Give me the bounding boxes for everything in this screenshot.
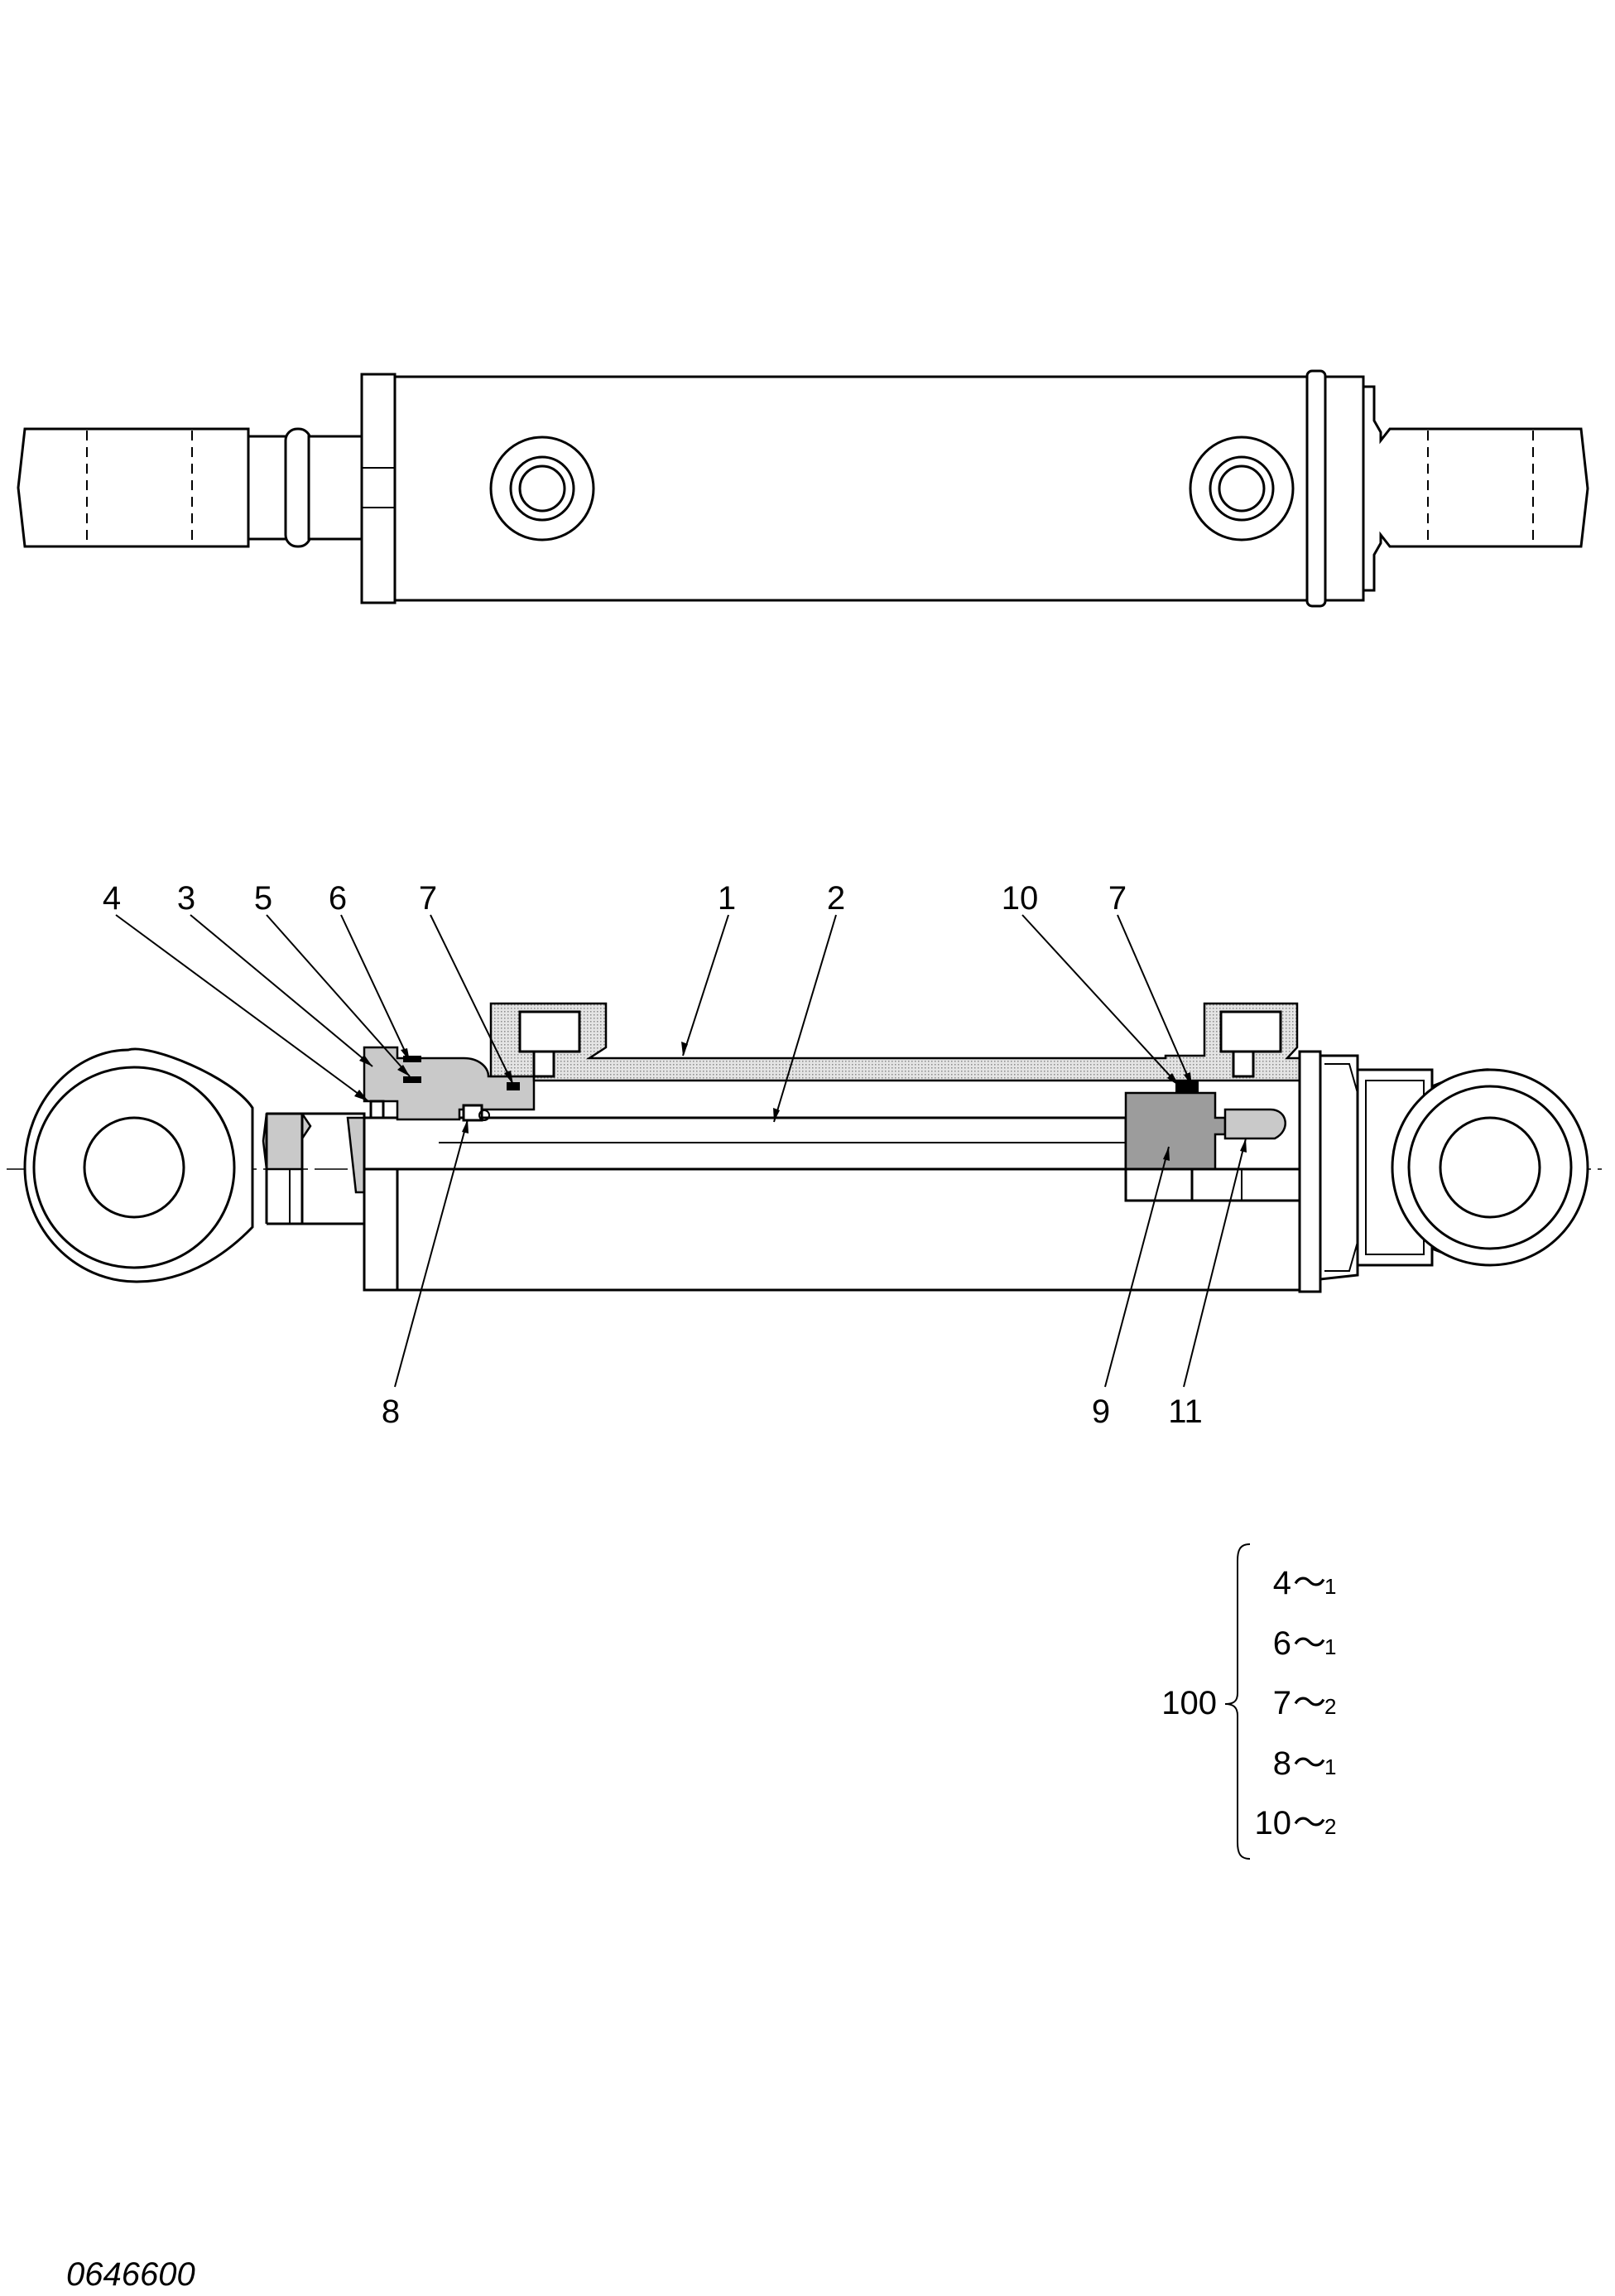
- seal-kit-item: 6 ～ 1: [1273, 1625, 1337, 1662]
- callout-5: 5: [254, 880, 272, 917]
- cylinder-section-view: [7, 1002, 1602, 1293]
- seal-kit-part: 8: [1273, 1745, 1291, 1782]
- seal-kit-part: 7: [1273, 1685, 1291, 1721]
- seal-kit-item: 4 ～ 1: [1273, 1565, 1337, 1601]
- seal-kit-qty: 1: [1324, 1574, 1336, 1599]
- seal-kit-sep: ～: [1293, 1685, 1326, 1721]
- callout-9: 9: [1092, 1393, 1110, 1430]
- seal-kit-sep: ～: [1293, 1565, 1326, 1601]
- callout-10: 10: [1002, 880, 1039, 917]
- seal-kit-item: 8 ～ 1: [1273, 1745, 1337, 1782]
- callout-7-head: 7: [419, 880, 437, 917]
- seal-kit-qty: 2: [1324, 1814, 1336, 1839]
- seal-kit-sep: ～: [1293, 1745, 1326, 1782]
- seal-kit-qty: 2: [1324, 1694, 1336, 1719]
- callout-4: 4: [103, 880, 121, 917]
- seal-kit-part: 10: [1255, 1805, 1292, 1841]
- seal-kit-qty: 1: [1324, 1634, 1336, 1659]
- seal-kit-list: 100 4 ～ 1 6 ～ 1 7 ～ 2 8 ～ 1 10 ～ 2: [1161, 1543, 1337, 1860]
- cylinder-external-view: [17, 369, 1589, 608]
- callout-1: 1: [718, 880, 736, 917]
- callout-8: 8: [382, 1393, 400, 1430]
- seal-kit-sep: ～: [1293, 1625, 1326, 1662]
- seal-kit-part: 6: [1273, 1625, 1291, 1662]
- seal-kit-qty: 1: [1324, 1754, 1336, 1779]
- leader-lines: [115, 914, 1247, 1388]
- drawing-number: 0646600: [66, 2256, 195, 2293]
- seal-kit-brace: [1224, 1543, 1251, 1860]
- seal-kit-item: 10 ～ 2: [1255, 1805, 1337, 1841]
- seal-kit-item: 7 ～ 2: [1273, 1685, 1337, 1721]
- callout-11: 11: [1168, 1393, 1203, 1430]
- callout-6: 6: [329, 880, 347, 917]
- seal-kit-part: 4: [1273, 1565, 1291, 1601]
- callout-labels: 4 3 5 6 7 1 2 10 7 8 9 11: [103, 880, 1203, 1430]
- seal-kit-number: 100: [1161, 1685, 1217, 1721]
- seal-kit-sep: ～: [1293, 1805, 1326, 1841]
- callout-7-piston: 7: [1108, 880, 1127, 917]
- callout-3: 3: [177, 880, 195, 917]
- callout-2: 2: [827, 880, 845, 917]
